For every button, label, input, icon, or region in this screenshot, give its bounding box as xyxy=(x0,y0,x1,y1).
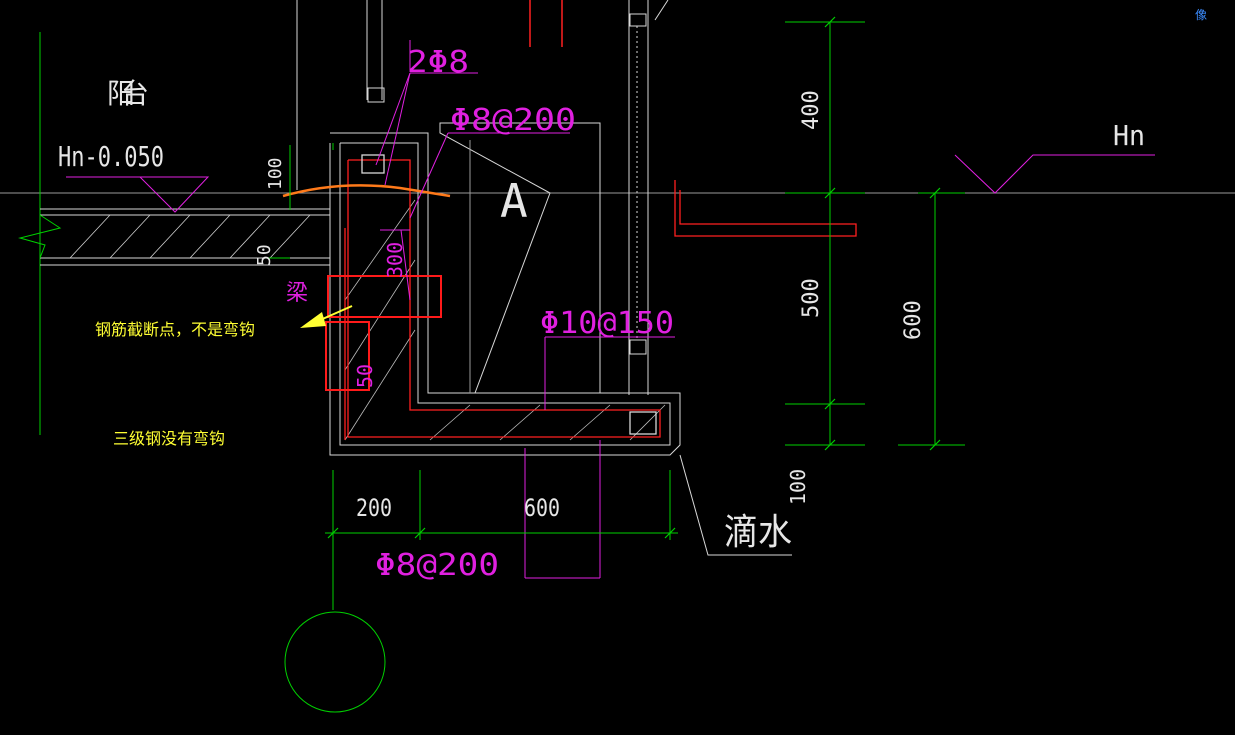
beam-dim-label: 300 xyxy=(383,242,407,278)
grid-axis-circle xyxy=(284,611,386,713)
red-opening-right xyxy=(674,180,857,237)
slab-hatch xyxy=(69,214,311,259)
beam-dim-small-label: 50 xyxy=(353,364,377,388)
dimension-lines xyxy=(265,21,965,610)
section-mark: A xyxy=(500,174,528,228)
rebar-cage xyxy=(344,154,661,440)
rebar-bottom-label: Φ8@200 xyxy=(375,548,499,583)
level-symbols xyxy=(66,176,210,213)
highlight-box-lower xyxy=(325,321,370,391)
level-right-label: Hn xyxy=(1113,119,1145,152)
beam-hatch xyxy=(344,199,666,441)
dim-600-bottom: 600 xyxy=(524,494,560,522)
room-label: 阳台 xyxy=(107,77,149,110)
corner-label[interactable]: 像 xyxy=(1194,8,1207,22)
dim-400: 400 xyxy=(799,90,824,130)
note-grade: 三级钢没有弯钩 xyxy=(113,429,226,448)
drip-label: 滴水 xyxy=(724,512,792,553)
orange-mark xyxy=(282,184,451,198)
rebar-top-label: 2Φ8 xyxy=(407,45,469,80)
beam-label: 梁 xyxy=(286,281,308,306)
level-left-label: Hn-0.050 xyxy=(58,140,164,173)
drip-leader xyxy=(679,454,792,556)
rebar-slab-label: Φ10@150 xyxy=(540,306,674,341)
red-frame-top xyxy=(529,0,563,47)
highlight-box-cut xyxy=(327,275,442,318)
wall-above xyxy=(296,0,669,395)
floor-slab xyxy=(18,208,330,266)
beam-outline xyxy=(329,122,681,456)
dimension-ticks xyxy=(327,16,941,539)
dim-100-left: 100 xyxy=(265,157,286,190)
rebar-stirrup-label: Φ8@200 xyxy=(450,103,576,138)
rebar-leaders xyxy=(375,40,1155,579)
annotation-arrow xyxy=(300,305,353,328)
dim-500: 500 xyxy=(799,278,824,318)
dim-600-right: 600 xyxy=(901,300,926,340)
dim-200: 200 xyxy=(356,494,392,522)
dim-100-right: 100 xyxy=(786,469,810,505)
note-cut-point: 钢筋截断点，不是弯钩 xyxy=(95,320,256,339)
dim-50: 50 xyxy=(254,244,275,266)
